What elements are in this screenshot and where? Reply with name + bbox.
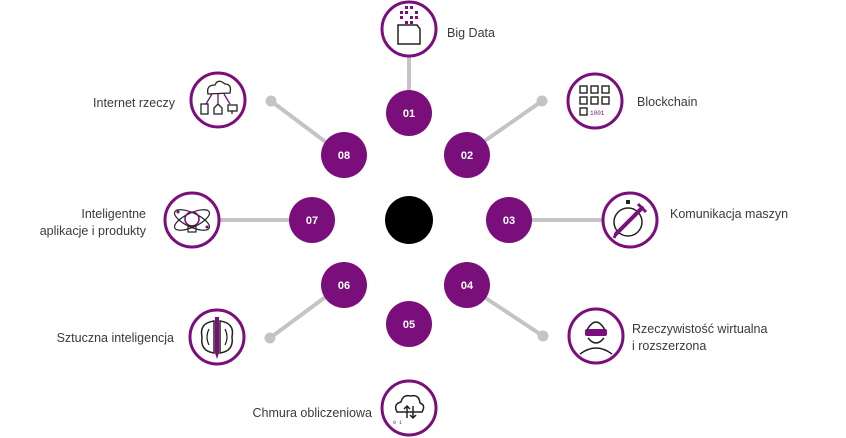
connector-dot-06: [264, 332, 276, 344]
vr-headset-icon: [579, 321, 613, 355]
central-hub: [385, 196, 433, 244]
label-big-data: Big Data: [447, 26, 495, 40]
number-05: 05: [403, 319, 415, 331]
label-inteligentne-line1: Inteligentne: [81, 207, 146, 221]
number-circle-06: 06: [321, 262, 367, 308]
number-08: 08: [338, 150, 350, 162]
number-01: 01: [403, 108, 415, 120]
connector-dots: [264, 95, 549, 344]
label-rzeczywistosc-line1: Rzeczywistość wirtualna: [632, 322, 768, 336]
connector-dot-02: [536, 95, 548, 107]
number-06: 06: [338, 280, 350, 292]
label-rzeczywistosc: Rzeczywistość wirtualna i rozszerzona: [632, 321, 767, 355]
label-blockchain: Blockchain: [637, 95, 698, 109]
label-sztuczna-inteligencja: Sztuczna inteligencja: [56, 331, 174, 345]
blockchain-icon: 1001: [579, 85, 610, 117]
ring-07: [163, 191, 221, 249]
ring-01: [380, 0, 438, 58]
label-komunikacja-maszyn: Komunikacja maszyn: [670, 207, 789, 221]
number-circle-01: 01: [386, 90, 432, 136]
label-inteligentne-line2: aplikacje i produkty: [39, 224, 146, 238]
number-circle-05: 05: [386, 301, 432, 347]
number-circle-08: 08: [321, 132, 367, 178]
smart-bulb-icon: [173, 209, 211, 233]
big-data-icon: [397, 6, 421, 45]
robot-arm-icon: [612, 200, 648, 239]
svg-text:0 1: 0 1: [393, 420, 402, 426]
label-internet-rzeczy: Internet rzeczy: [93, 96, 175, 110]
number-circles: 01 02 03 04 05 06 07 08: [289, 90, 532, 347]
label-chmura: Chmura obliczeniowa: [252, 406, 372, 420]
connector-dot-04: [537, 330, 549, 342]
label-inteligentne: Inteligentne aplikacje i produkty: [40, 206, 146, 240]
number-07: 07: [306, 215, 318, 227]
number-04: 04: [461, 280, 474, 292]
number-circle-02: 02: [444, 132, 490, 178]
number-circle-03: 03: [486, 197, 532, 243]
label-rzeczywistosc-line2: i rozszerzona: [632, 339, 707, 353]
svg-text:1001: 1001: [590, 110, 605, 117]
connector-dot-08: [265, 95, 277, 107]
cloud-icon: 0 1: [393, 394, 425, 426]
iot-icon: [200, 80, 238, 115]
number-02: 02: [461, 150, 473, 162]
ring-02: [566, 72, 624, 130]
number-circle-04: 04: [444, 262, 490, 308]
number-03: 03: [503, 215, 515, 227]
brain-icon: [200, 317, 234, 359]
number-circle-07: 07: [289, 197, 335, 243]
